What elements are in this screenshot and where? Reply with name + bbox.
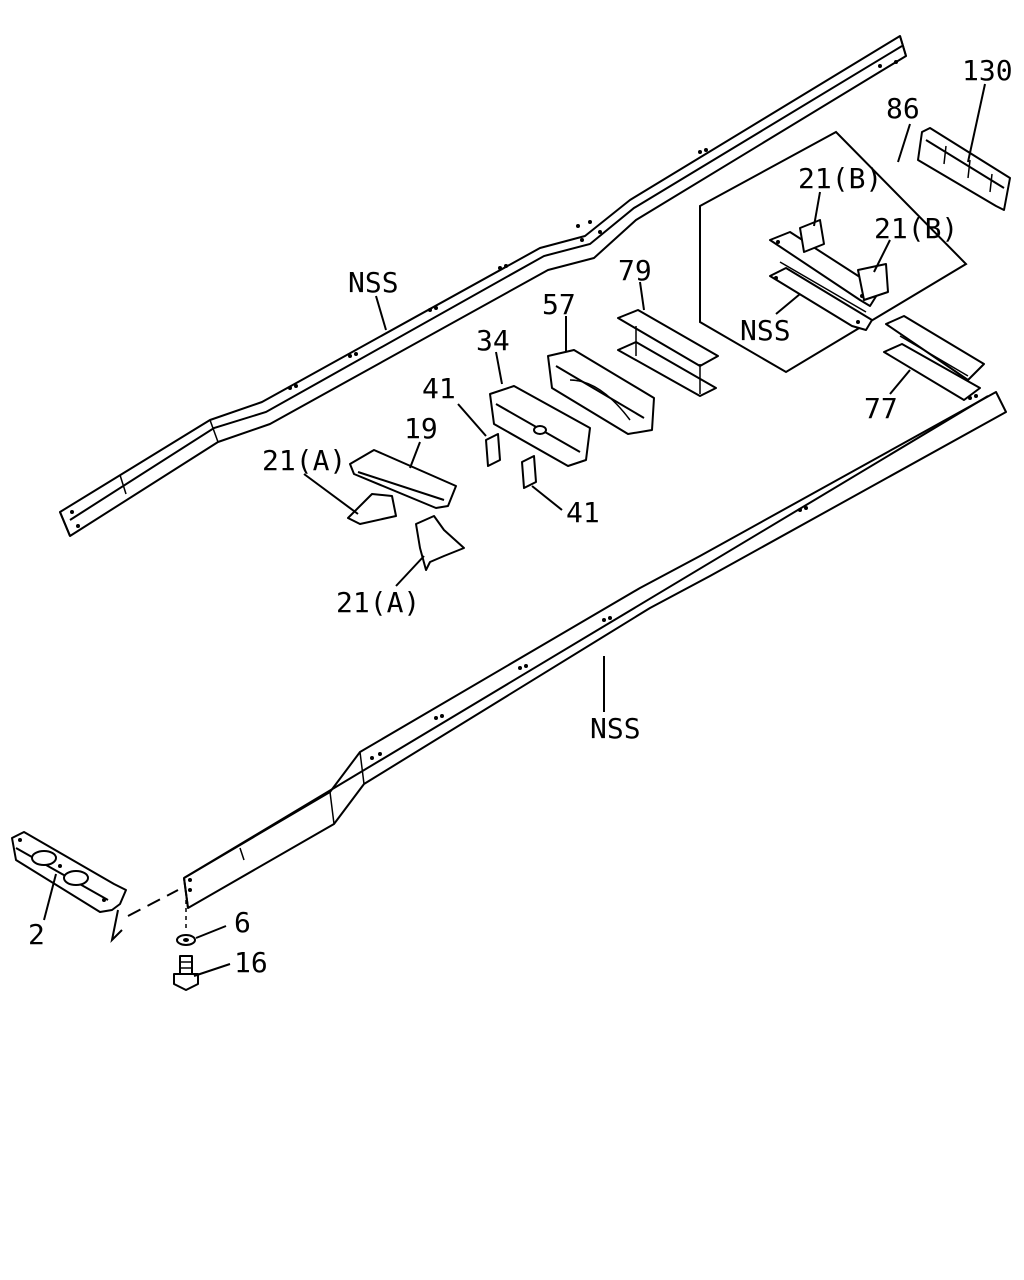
callout-16: 16	[234, 946, 268, 979]
gusset-41-upper	[485, 433, 501, 467]
callout-21a-upper: 21(A)	[262, 444, 346, 477]
callout-rail-top: NSS	[348, 266, 399, 299]
crossmember-19	[349, 449, 457, 509]
bracket-79	[617, 309, 719, 397]
crossmember-57	[547, 349, 655, 435]
rear-crossmember	[917, 127, 1011, 211]
rail-bottom-holes	[188, 394, 978, 892]
callout-41-upper: 41	[422, 372, 456, 405]
callout-86: 86	[886, 92, 920, 125]
washer	[176, 934, 196, 946]
callout-rail-bottom: NSS	[590, 712, 641, 745]
callout-34: 34	[476, 324, 510, 357]
gusset-41-lower	[521, 455, 537, 489]
inset-box	[699, 130, 968, 374]
callout-41-lower: 41	[566, 496, 600, 529]
callout-inset-part: NSS	[740, 314, 791, 347]
crossmember-77	[883, 315, 985, 401]
callout-19: 19	[404, 412, 438, 445]
callout-21a-lower: 21(A)	[336, 586, 420, 619]
bolt	[173, 955, 199, 991]
frame-rail-top	[59, 35, 907, 537]
callout-21b-lower: 21(B)	[874, 212, 958, 245]
callout-130: 130	[962, 54, 1013, 87]
crossmember-34	[489, 385, 591, 467]
bracket-21a-upper	[347, 493, 397, 525]
callout-6: 6	[234, 906, 251, 939]
callout-21b-upper: 21(B)	[798, 162, 882, 195]
leader-lines	[43, 83, 986, 977]
callout-79: 79	[618, 254, 652, 287]
frame-rail-bottom	[183, 391, 1007, 909]
bracket-21a-lower	[415, 515, 465, 571]
callout-57: 57	[542, 288, 576, 321]
assembly-guide-line	[110, 889, 187, 944]
callout-labels: NSS NSS NSS 130 86 21(B) 21(B) 79 57 34 …	[28, 54, 1013, 979]
rail-top-holes	[70, 60, 898, 528]
inset-crossmember	[769, 219, 889, 331]
callout-2: 2	[28, 918, 45, 951]
callout-77: 77	[864, 392, 898, 425]
front-crossmember	[11, 831, 127, 913]
